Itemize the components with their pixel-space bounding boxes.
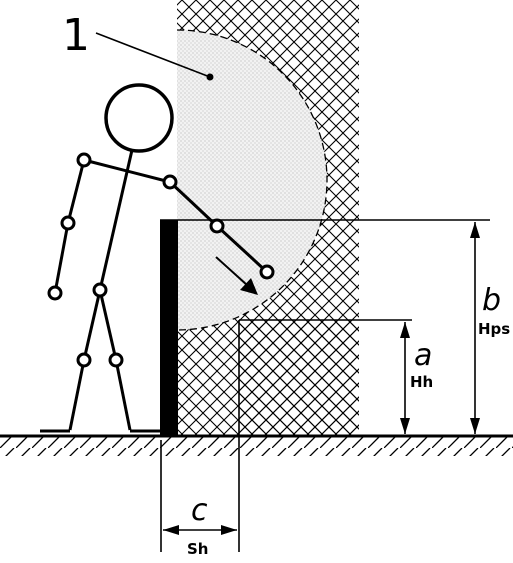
dim-a-letter: a bbox=[414, 338, 432, 373]
dimension-c bbox=[160, 436, 240, 552]
barrier bbox=[160, 220, 178, 436]
dim-c-text: Sh bbox=[187, 540, 208, 558]
callout-dot bbox=[206, 73, 214, 81]
protected-block bbox=[239, 320, 359, 436]
dimension-a bbox=[400, 322, 410, 434]
dim-a-text: Hh bbox=[410, 373, 433, 391]
callout-leader bbox=[95, 32, 211, 78]
dim-b-text: Hps bbox=[478, 320, 510, 338]
ground-hatch bbox=[0, 436, 513, 456]
dimension-b bbox=[360, 222, 500, 437]
reach-arrow bbox=[215, 256, 258, 295]
person-figure bbox=[40, 83, 275, 433]
dim-c-letter: c bbox=[191, 493, 208, 528]
person-head bbox=[104, 83, 174, 153]
dim-b-letter: b bbox=[482, 283, 501, 318]
reach-zone bbox=[177, 30, 327, 330]
ground-hatch-mask bbox=[0, 456, 513, 459]
callout-number: 1 bbox=[62, 10, 90, 61]
reach-zone-boundary bbox=[176, 29, 328, 331]
